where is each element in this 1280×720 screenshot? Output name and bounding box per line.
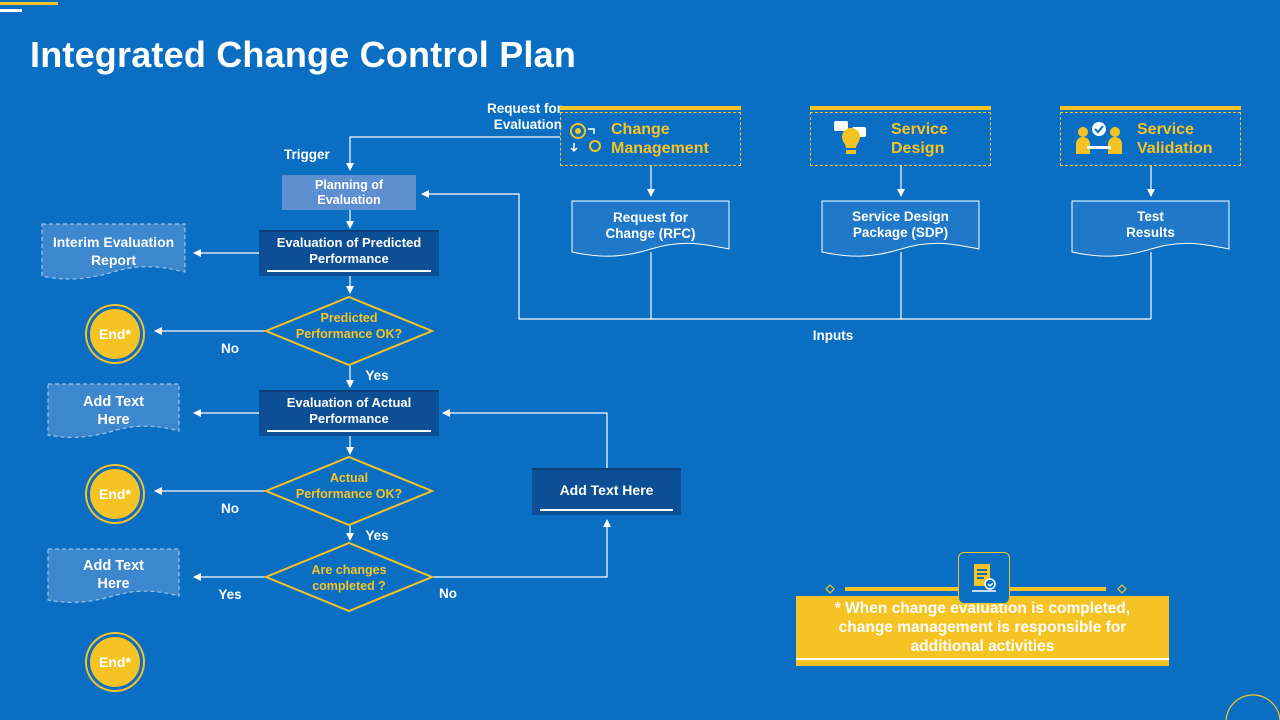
document-rfc-shape: [571, 200, 730, 257]
yes-label-1: Yes: [365, 368, 389, 383]
add-text-1-shape: [47, 383, 180, 438]
no-label-2: No: [221, 501, 239, 516]
yes-label-2: Yes: [365, 528, 389, 543]
decision-completed-diamond: [263, 541, 435, 613]
lightbulb-chat-icon: [811, 119, 891, 159]
yes-label-3: Yes: [218, 587, 242, 602]
page-title: Integrated Change Control Plan: [30, 34, 577, 75]
add-text-here-box: Add Text Here: [532, 468, 681, 515]
trigger-label: Trigger: [284, 147, 330, 162]
decision-predicted-diamond: [263, 295, 435, 367]
add-text-2-shape: [47, 548, 180, 603]
inputs-label: Inputs: [812, 328, 854, 343]
ideas-gears-icon: [561, 121, 611, 157]
footnote-box: * When change evaluation is completed, c…: [796, 596, 1169, 666]
document-sdp-shape: [821, 200, 980, 257]
handshake-meeting-icon: [1061, 120, 1137, 158]
no-label-1: No: [221, 341, 239, 356]
interim-report-shape: [41, 223, 186, 280]
end-circle-2: End*: [87, 466, 143, 522]
document-test-shape: [1071, 200, 1230, 257]
decision-actual-diamond: [263, 455, 435, 527]
document-check-icon: [958, 552, 1010, 604]
end-circle-3: End*: [87, 634, 143, 690]
corner-accent-line: [0, 2, 58, 5]
corner-white-line: [0, 9, 22, 12]
end-circle-1: End*: [87, 306, 143, 362]
no-label-3: No: [439, 586, 457, 601]
